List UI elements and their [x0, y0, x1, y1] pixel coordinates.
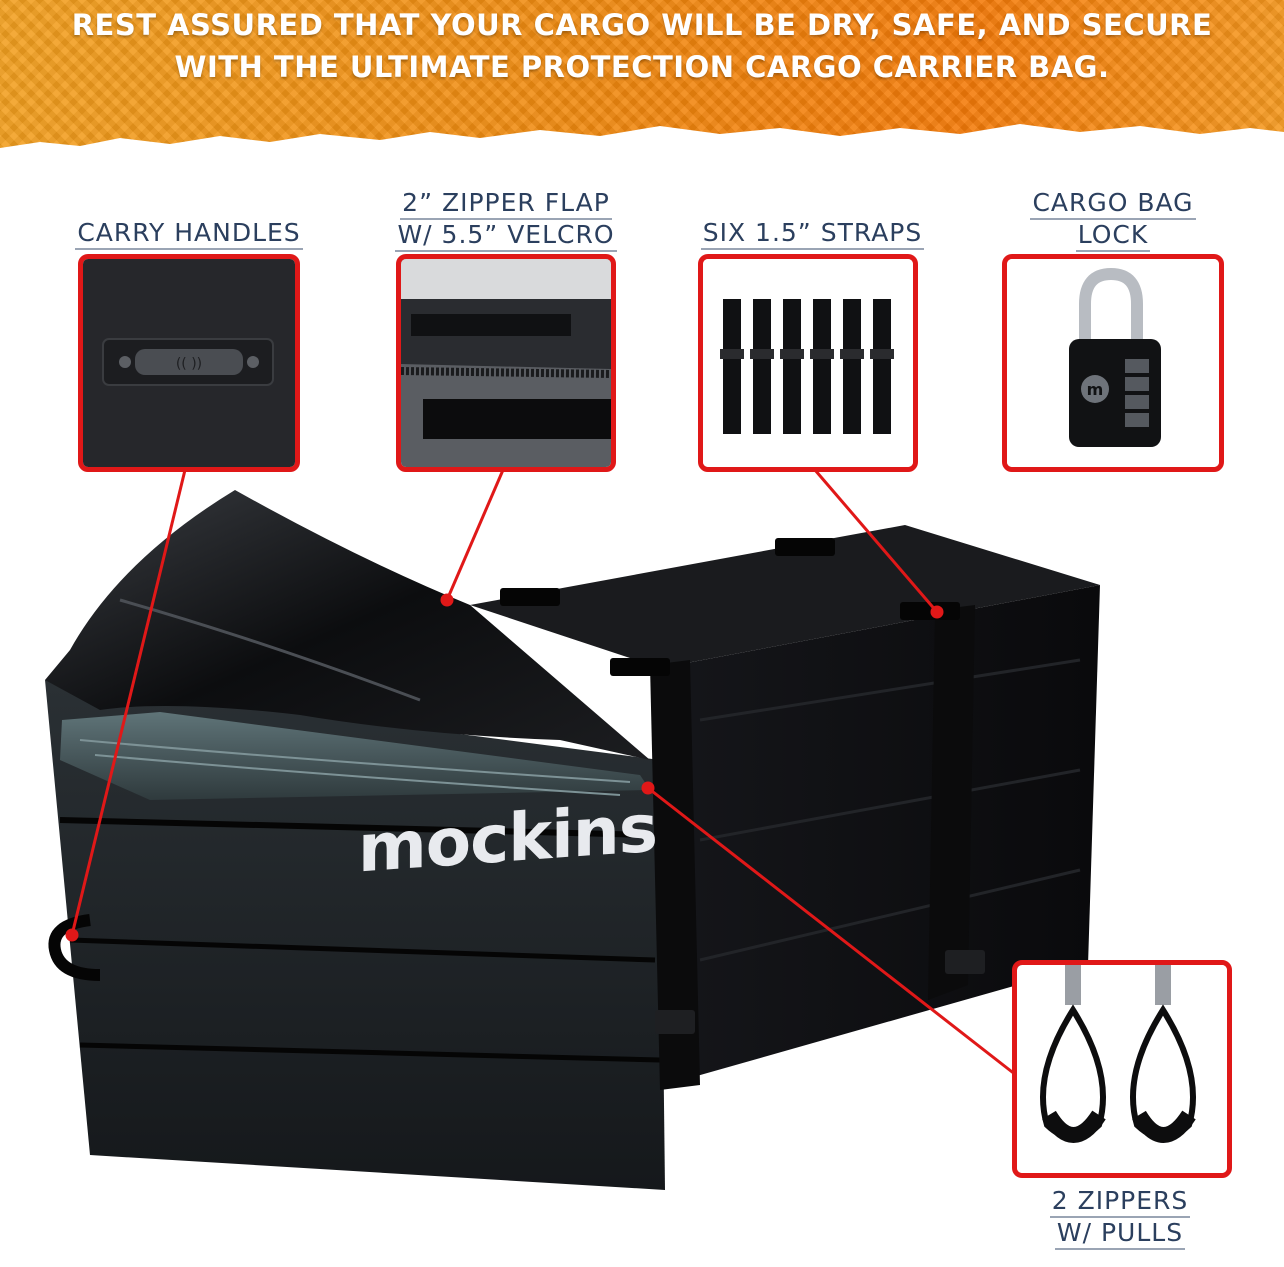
- side-carry-handle: [48, 914, 101, 981]
- label-lock-line1: CARGO BAG: [1030, 188, 1196, 220]
- leader-straps: [813, 469, 939, 613]
- headline-line-2: WITH THE ULTIMATE PROTECTION CARGO CARRI…: [174, 50, 1110, 84]
- strap-buckle: [610, 658, 670, 676]
- label-zipper-flap-line2: W/ 5.5” VELCRO: [395, 220, 617, 252]
- leader-zipper-flap: [445, 469, 505, 601]
- detail-box-zipper-flap: [396, 254, 616, 472]
- bag-front-side: [45, 680, 665, 1190]
- label-zippers-line2: W/ PULLS: [1054, 1218, 1186, 1250]
- zipper-flap-icon: [401, 259, 611, 467]
- label-carry-handles: CARRY HANDLES: [60, 218, 318, 250]
- label-carry-handles-text: CARRY HANDLES: [75, 218, 303, 250]
- straps-icon: [703, 259, 913, 467]
- leader-carry-handles: [70, 469, 187, 936]
- detail-box-carry-handles: (( )): [78, 254, 300, 472]
- svg-text:m: m: [1087, 380, 1104, 399]
- label-straps-text: SIX 1.5” STRAPS: [700, 218, 925, 250]
- bag-top-panel: [470, 525, 1100, 668]
- svg-text:(( )): (( )): [176, 356, 202, 372]
- combination-lock-icon: m: [1007, 259, 1219, 467]
- label-zippers: 2 ZIPPERS W/ PULLS: [1020, 1186, 1220, 1250]
- headline-line-1: REST ASSURED THAT YOUR CARGO WILL BE DRY…: [71, 8, 1213, 42]
- zipper-pull-icon: [1017, 965, 1227, 1173]
- front-zipper-line: [59, 817, 651, 838]
- torn-paper-edge: [0, 124, 1284, 160]
- open-lid-flap: [45, 490, 650, 760]
- detail-box-straps: [698, 254, 918, 472]
- label-zipper-flap: 2” ZIPPER FLAP W/ 5.5” VELCRO: [380, 188, 632, 252]
- label-lock-line2: LOCK: [1075, 220, 1151, 252]
- detail-box-lock: m: [1002, 254, 1224, 472]
- label-lock: CARGO BAG LOCK: [1010, 188, 1216, 252]
- strap-back: [928, 605, 975, 1000]
- label-zipper-flap-line1: 2” ZIPPER FLAP: [400, 188, 612, 220]
- label-straps: SIX 1.5” STRAPS: [690, 218, 935, 250]
- detail-box-zippers: [1012, 960, 1232, 1178]
- carry-handle-icon: (( )): [83, 259, 295, 467]
- suitcase-inside: [60, 712, 650, 800]
- strap-front: [650, 660, 700, 1090]
- header-banner: REST ASSURED THAT YOUR CARGO WILL BE DRY…: [0, 0, 1284, 160]
- label-zippers-line1: 2 ZIPPERS: [1049, 1186, 1191, 1218]
- leader-zippers: [647, 786, 1017, 1077]
